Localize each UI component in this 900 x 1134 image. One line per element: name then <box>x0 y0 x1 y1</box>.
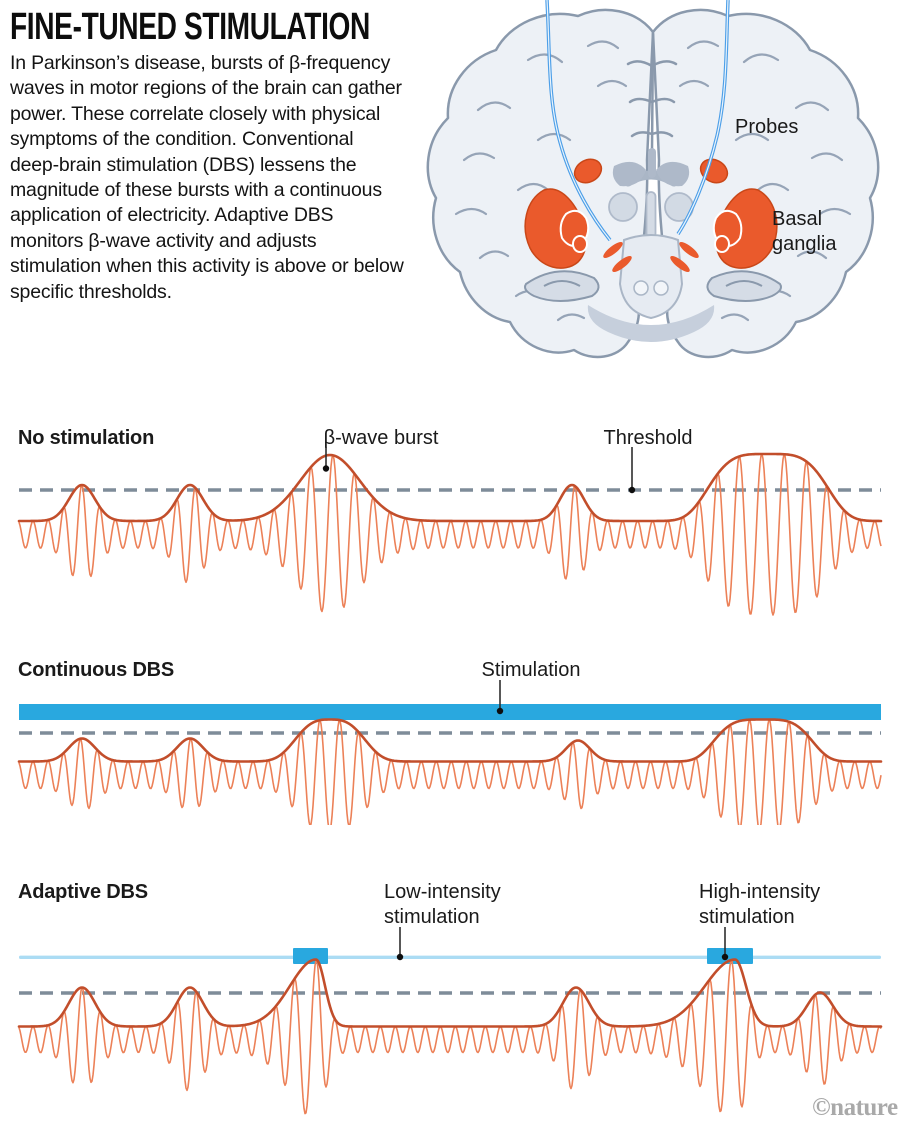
brainstem <box>618 234 684 320</box>
left-ventricle <box>612 161 646 187</box>
basal-ganglia-label: Basal ganglia <box>772 208 837 255</box>
waveform-continuous-dbs <box>17 680 883 825</box>
dbs-probes <box>545 0 730 242</box>
waveform-no-stimulation <box>17 447 883 616</box>
page-title: FINE-TUNED STIMULATION <box>10 6 370 48</box>
midline-fissure <box>626 32 678 152</box>
panel-title-adaptive-dbs: Adaptive DBS <box>18 881 148 903</box>
stimulation-label: Stimulation <box>481 659 581 681</box>
thalamus-midbrain <box>608 191 694 320</box>
hippocampi <box>524 270 782 342</box>
panel-title-continuous-dbs: Continuous DBS <box>18 659 175 681</box>
basal-ganglia <box>524 158 778 272</box>
right-hemisphere <box>651 8 880 359</box>
nature-watermark: ©nature <box>812 1094 898 1121</box>
panel-title-no-stimulation: No stimulation <box>18 427 155 449</box>
brain-illustration <box>426 0 880 359</box>
right-putamen <box>715 188 778 269</box>
probes-label: Probes <box>735 116 799 138</box>
right-substantia-nigra <box>679 242 699 258</box>
low-intensity-stimulation-label: Low-intensity stimulation <box>384 881 501 928</box>
ventricles-corpus-callosum <box>612 148 690 187</box>
intro-paragraph: In Parkinson’s disease, bursts of β-freq… <box>10 52 404 303</box>
waveform-adaptive-dbs <box>17 927 883 1115</box>
beta-wave-burst-label: β-wave burst <box>323 427 439 449</box>
right-ventricle <box>656 161 690 187</box>
left-putamen <box>524 188 587 269</box>
high-intensity-stimulation-label: High-intensity stimulation <box>699 881 821 928</box>
inferior-shadow <box>587 305 715 342</box>
threshold-label: Threshold <box>603 427 693 449</box>
left-substantia-nigra <box>603 242 623 258</box>
sulci-gyri-lines <box>454 40 852 322</box>
left-caudate <box>573 158 603 184</box>
